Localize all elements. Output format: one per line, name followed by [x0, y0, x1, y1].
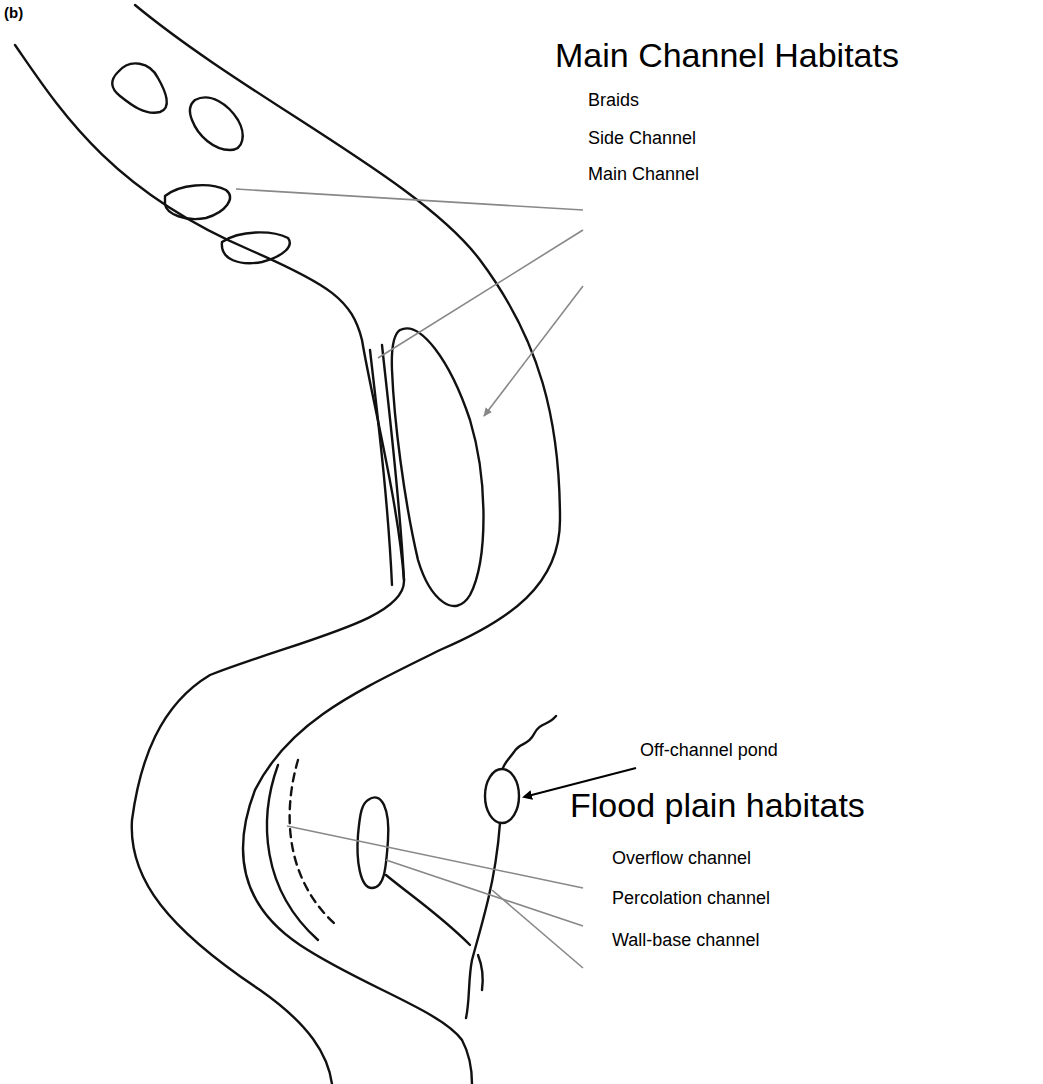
off-channel-pond	[485, 769, 519, 823]
side-channel-island	[392, 328, 484, 606]
habitat-label: Braids	[588, 90, 639, 111]
section-heading: Main Channel Habitats	[555, 36, 899, 75]
section-heading: Flood plain habitats	[570, 786, 865, 825]
braid-island	[190, 97, 243, 150]
leader-line	[386, 860, 583, 926]
leader-line	[378, 230, 583, 358]
habitat-label: Percolation channel	[612, 888, 770, 909]
overflow-channel	[290, 760, 336, 925]
habitat-label: Wall-base channel	[612, 930, 759, 951]
left-bank	[15, 45, 404, 1084]
braid-island	[112, 63, 167, 112]
braid-island	[222, 232, 290, 263]
leader-line	[484, 286, 583, 416]
wall-base-channel	[478, 955, 483, 990]
habitat-label: Off-channel pond	[640, 740, 778, 761]
habitat-label: Side Channel	[588, 128, 696, 149]
percolation-channel	[358, 797, 389, 888]
leader-line	[236, 189, 583, 210]
leader-line	[287, 826, 583, 888]
side-channel	[382, 345, 404, 580]
right-bank	[135, 5, 560, 1084]
wall-base-channel	[466, 823, 500, 1018]
panel-letter: (b)	[4, 4, 23, 21]
leader-line	[492, 890, 583, 968]
side-channel	[370, 350, 392, 585]
braid-island	[165, 185, 230, 219]
wall-base-channel	[503, 716, 556, 768]
habitat-label: Overflow channel	[612, 848, 751, 869]
percolation-channel	[386, 875, 470, 945]
habitat-label: Main Channel	[588, 164, 699, 185]
